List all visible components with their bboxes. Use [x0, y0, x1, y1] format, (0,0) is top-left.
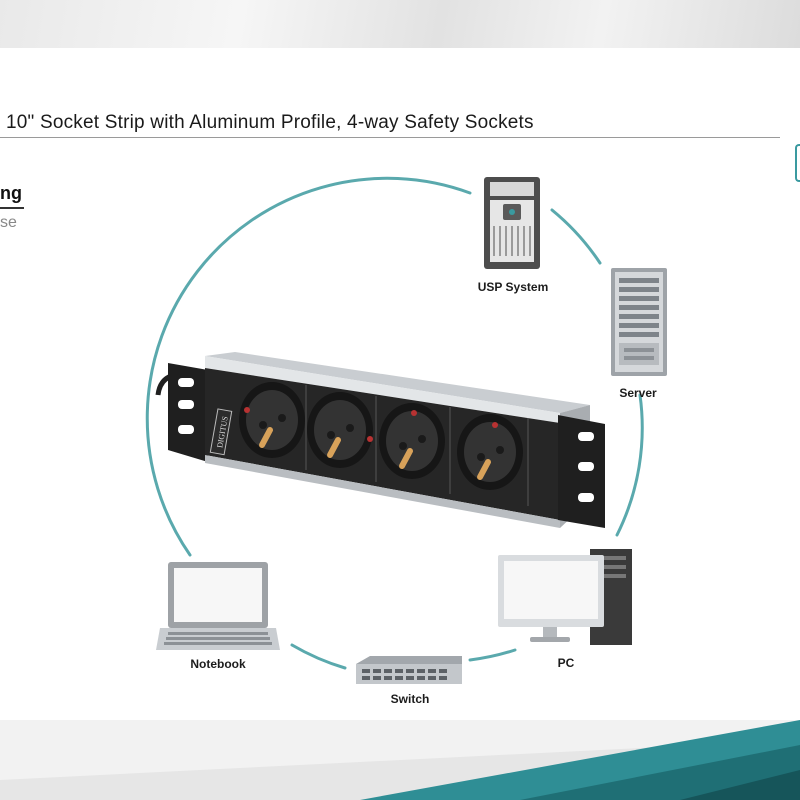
- socket-outlet: [379, 403, 445, 479]
- server-icon: [611, 268, 667, 376]
- socket-outlet: [457, 414, 523, 490]
- server-label: Server: [619, 386, 657, 400]
- section-subtext-fragment: se: [0, 214, 17, 231]
- usp-system-label: USP System: [477, 280, 549, 294]
- pc-icon: [498, 549, 632, 645]
- top-banner: [0, 0, 800, 48]
- heading-underline: [0, 207, 24, 209]
- usp-system-icon: [484, 177, 540, 269]
- socket-outlet: [239, 382, 305, 458]
- socket-outlet: [307, 392, 373, 468]
- notebook-icon: [156, 562, 280, 650]
- pc-label: PC: [557, 656, 575, 670]
- bottom-decoration: [0, 720, 800, 800]
- connection-ring: [145, 176, 644, 670]
- switch-label: Switch: [390, 692, 430, 706]
- slide-title: 10" Socket Strip with Aluminum Profile, …: [6, 112, 534, 133]
- title-divider: [0, 137, 780, 138]
- socket-strip: DIGITUS: [155, 352, 605, 528]
- switch-icon: [356, 656, 462, 684]
- edge-tab: [795, 144, 800, 182]
- notebook-label: Notebook: [190, 657, 246, 671]
- section-heading-fragment: ng: [0, 183, 22, 203]
